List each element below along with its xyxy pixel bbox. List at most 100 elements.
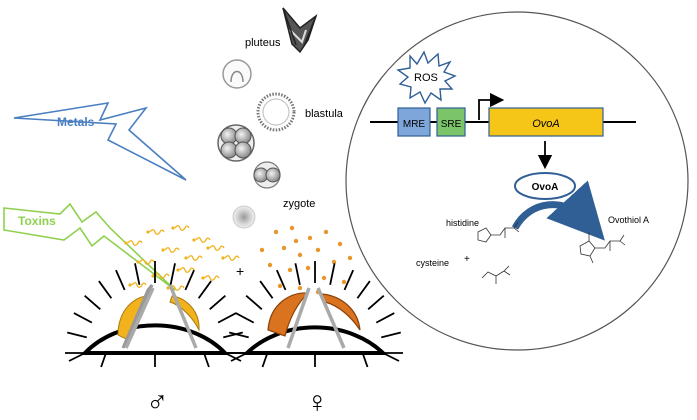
sperm-cell bbox=[174, 225, 190, 231]
egg-cell bbox=[267, 262, 273, 268]
urchin-spine bbox=[275, 269, 287, 291]
cysteine-structure bbox=[481, 265, 511, 284]
ovoa-gene-box bbox=[488, 107, 604, 137]
sperm-head bbox=[161, 248, 165, 252]
mre-box bbox=[397, 107, 431, 137]
sperm-head bbox=[128, 283, 132, 287]
sperm-cluster bbox=[124, 225, 240, 291]
egg-cell bbox=[307, 235, 313, 241]
metals-bolt bbox=[13, 101, 187, 181]
urchin-spine bbox=[294, 263, 301, 285]
egg-cell bbox=[297, 252, 303, 258]
egg-cell bbox=[305, 265, 311, 271]
toxins-label: Toxins bbox=[18, 214, 56, 228]
histidine-structure bbox=[477, 221, 520, 243]
zygote-cell bbox=[232, 205, 256, 229]
urchin-spine bbox=[259, 280, 274, 299]
egg-cell bbox=[323, 229, 329, 235]
substrate-plus: + bbox=[464, 254, 470, 265]
sperm-cell bbox=[179, 267, 195, 273]
urchin-spine bbox=[209, 294, 226, 311]
sperm-cell bbox=[209, 245, 225, 251]
egg-cell bbox=[273, 229, 279, 235]
sperm-head bbox=[206, 246, 210, 250]
cysteine-label: cysteine bbox=[416, 258, 449, 268]
pluteus-larva bbox=[282, 7, 318, 54]
urchin-spine bbox=[235, 312, 255, 324]
ovoa-enzyme-label: OvoA bbox=[532, 182, 559, 193]
urchin-spine bbox=[73, 312, 93, 324]
sperm-head bbox=[221, 256, 225, 260]
urchin-spine bbox=[184, 269, 195, 291]
egg-cell bbox=[315, 247, 321, 253]
sperm-cell bbox=[131, 282, 147, 288]
sperm-head bbox=[201, 276, 205, 280]
urchin-spine bbox=[134, 263, 141, 285]
sperm-cell bbox=[139, 259, 155, 265]
metals-label: Metals bbox=[57, 115, 95, 129]
female-gonad-right bbox=[321, 293, 361, 331]
ovothiol-structure bbox=[579, 232, 626, 264]
mre-label: MRE bbox=[403, 119, 426, 130]
ovoa-gene-label: OvoA bbox=[532, 118, 560, 130]
sperm-head bbox=[192, 238, 196, 242]
blastula-label: blastula bbox=[305, 108, 344, 120]
egg-cell bbox=[321, 275, 327, 281]
pluteus-label: pluteus bbox=[245, 37, 281, 49]
sperm-head bbox=[176, 268, 180, 272]
sperm-cell bbox=[149, 229, 165, 235]
urchin-spine bbox=[67, 331, 87, 339]
urchin-spine bbox=[261, 352, 269, 368]
molecular-pathway-panel: ROS MRE SRE OvoA OvoA histidine Ovothiol… bbox=[345, 11, 689, 351]
urchin-spine bbox=[361, 352, 369, 368]
toxins-bolt bbox=[3, 202, 176, 291]
egg-cell bbox=[297, 285, 303, 291]
egg-cell bbox=[347, 255, 353, 261]
sperm-head bbox=[151, 274, 155, 278]
egg-cell bbox=[289, 225, 295, 231]
sperm-cell bbox=[195, 237, 211, 243]
blastula-embryo bbox=[256, 92, 296, 132]
egg-cell bbox=[293, 238, 299, 244]
sperm-head bbox=[124, 241, 128, 245]
urchin-spine bbox=[223, 331, 243, 339]
sperm-cell bbox=[224, 255, 240, 261]
sre-label: SRE bbox=[441, 119, 462, 130]
urchin-spine bbox=[375, 312, 395, 324]
urchin-spine bbox=[356, 280, 371, 299]
sperm-head bbox=[136, 260, 140, 264]
egg-cluster bbox=[259, 225, 353, 295]
urchin-spine bbox=[343, 269, 355, 291]
urchin-spine bbox=[367, 294, 385, 311]
sperm-cell bbox=[187, 255, 203, 261]
sperm-cell bbox=[154, 273, 170, 279]
zygote-label: zygote bbox=[283, 198, 315, 210]
urchin-spine bbox=[245, 294, 263, 311]
urchin-spine bbox=[203, 352, 210, 368]
egg-cell bbox=[287, 267, 293, 273]
egg-cell bbox=[341, 279, 347, 285]
sperm-cell bbox=[204, 275, 220, 281]
female-symbol: ♀ bbox=[306, 386, 329, 419]
histidine-label: histidine bbox=[446, 218, 479, 228]
reaction-curved-arrow bbox=[511, 180, 605, 241]
sperm-head bbox=[166, 286, 170, 290]
sperm-cell bbox=[164, 247, 180, 253]
urchin-spine bbox=[115, 269, 126, 291]
urchin-spine bbox=[228, 331, 249, 339]
male-symbol: ♂ bbox=[146, 386, 169, 419]
urchin-spine bbox=[217, 312, 237, 324]
urchin-spine bbox=[169, 263, 176, 285]
urchin-spine bbox=[98, 280, 113, 299]
four-cell-embryo bbox=[217, 124, 255, 162]
gastrula-embryo bbox=[222, 59, 252, 89]
two-cell-embryo bbox=[253, 161, 281, 189]
egg-cell bbox=[277, 283, 283, 289]
male-gonad-right bbox=[169, 295, 200, 332]
sperm-cell bbox=[127, 240, 143, 246]
sperm-head bbox=[184, 256, 188, 260]
urchin-spine bbox=[381, 331, 402, 339]
sperm-head bbox=[146, 230, 150, 234]
urchin-spine bbox=[84, 294, 101, 311]
ros-burst bbox=[396, 50, 457, 105]
